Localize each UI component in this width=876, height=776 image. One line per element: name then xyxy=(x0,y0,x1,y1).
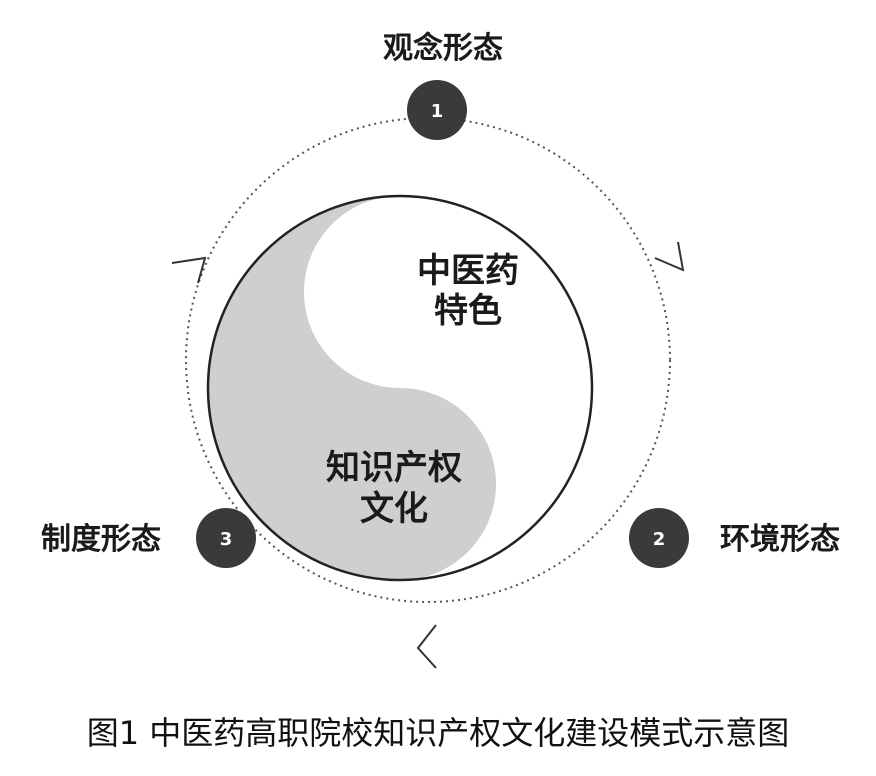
center-bottom-line1: 知识产权 xyxy=(326,448,462,488)
state-label-institution: 制度形态 xyxy=(41,522,161,557)
yin-yang-symbol xyxy=(206,194,594,582)
state-label-environment: 环境形态 xyxy=(720,522,840,557)
node-2-number: 2 xyxy=(653,529,666,550)
center-top-line1: 中医药 xyxy=(417,251,519,291)
arrow-bottom-icon xyxy=(416,624,437,669)
cycle-ring xyxy=(185,117,671,603)
center-bottom-line2: 文化 xyxy=(360,489,428,529)
arrow-right-icon xyxy=(654,241,685,272)
center-top-line2: 特色 xyxy=(434,291,502,331)
figure-caption: 图1 中医药高职院校知识产权文化建设模式示意图 xyxy=(86,714,790,752)
node-3 xyxy=(196,508,256,568)
state-label-concept: 观念形态 xyxy=(383,31,503,66)
node-3-number: 3 xyxy=(220,529,233,550)
node-2 xyxy=(629,508,689,568)
yin-yang-outline xyxy=(206,194,594,582)
node-1-number: 1 xyxy=(431,101,444,122)
yin-region xyxy=(208,196,496,580)
node-1 xyxy=(407,80,467,140)
arrow-left-icon xyxy=(171,256,207,284)
